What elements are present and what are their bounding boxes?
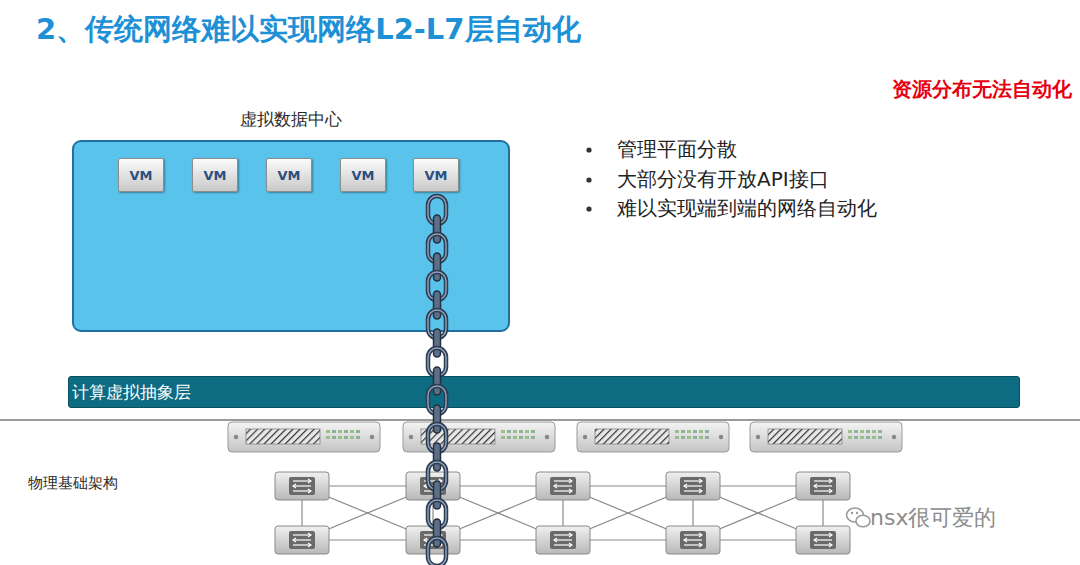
switch-icon: [406, 472, 460, 500]
vm-label: VM: [425, 168, 448, 183]
switch-icon: [275, 472, 329, 500]
layer-label: 物理基础架构: [28, 474, 118, 493]
switch-icon: [536, 472, 590, 500]
vm-label: VM: [278, 168, 301, 183]
datacenter-group: 虚拟数据中心 VM VM VM VM VM: [72, 104, 510, 332]
server-row: [228, 422, 902, 452]
vm-box: VM: [266, 158, 312, 192]
bullet-dots: [586, 147, 591, 211]
vm-box: VM: [118, 158, 164, 192]
vm-label: VM: [130, 168, 153, 183]
callout-note: 资源分布无法自动化: [892, 76, 1072, 103]
bullet-text: 管理平面分散: [617, 136, 737, 163]
switch-icon: [536, 526, 590, 554]
switch-icon: [406, 526, 460, 554]
bullet-text: 难以实现端到端的网络自动化: [617, 195, 877, 222]
vm-box: VM: [340, 158, 386, 192]
server-unit: [228, 422, 380, 452]
vm-box: VM: [192, 158, 238, 192]
switch-icon: [796, 526, 850, 554]
server-unit: [403, 422, 555, 452]
server-unit: [750, 422, 902, 452]
server-unit: [577, 422, 729, 452]
divider-line: [0, 419, 1080, 421]
wechat-icon: [847, 508, 871, 527]
bullet-text: 大部分没有开放API接口: [617, 166, 829, 193]
group-label: 虚拟数据中心: [72, 108, 510, 131]
band-label: 计算虚拟抽象层: [69, 381, 191, 404]
switch-icon: [666, 472, 720, 500]
watermark: nsx很可爱的: [870, 503, 996, 533]
switch-icon: [796, 472, 850, 500]
vm-box: VM: [413, 158, 459, 192]
slide-title: 2、传统网络难以实现网络L2-L7层自动化: [36, 10, 581, 50]
abstraction-band: 计算虚拟抽象层: [68, 376, 1020, 408]
vm-label: VM: [204, 168, 227, 183]
vm-label: VM: [352, 168, 375, 183]
switch-icon: [666, 526, 720, 554]
switch-grid: [275, 472, 850, 554]
switch-icon: [275, 526, 329, 554]
